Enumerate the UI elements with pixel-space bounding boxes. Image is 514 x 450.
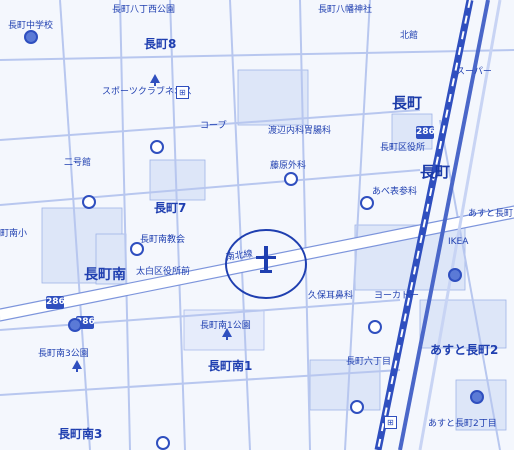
label-clinic-watanabe: 渡辺内科胃腸科 [268, 126, 332, 136]
label-park: 長町八丁西公園 [112, 5, 176, 15]
elevated-road [418, 0, 502, 450]
label-station-nagamachi: 長町 [420, 163, 451, 181]
main-avenue-edge-bottom [0, 217, 514, 322]
road [119, 0, 131, 450]
label-building: 二号館 [64, 158, 92, 168]
road [299, 0, 311, 450]
bus-stop-icon: ⊞ [176, 86, 189, 99]
poi-icon[interactable] [368, 320, 382, 334]
road [229, 0, 251, 450]
label-district-moto7: 長町7 [154, 201, 187, 215]
label-district-moto8: 長町8 [144, 37, 177, 51]
target-marker[interactable]: 南北線 [224, 228, 308, 300]
label-district-minami1: 長町南1 [208, 359, 253, 373]
label-intersection: 長町六丁目 [346, 357, 392, 367]
label-park-minami1: 長町南1公園 [200, 321, 251, 331]
label-coop: コープ [200, 121, 227, 131]
main-avenue [0, 206, 514, 321]
building-block [149, 159, 206, 201]
railway-line-dash [377, 0, 471, 450]
route-shield: 286 [416, 126, 435, 139]
road [0, 169, 421, 206]
label-station-nagamachi-north: 長町 [392, 94, 423, 112]
label-ikea: IKEA [448, 237, 469, 247]
hospital-icon[interactable] [284, 172, 298, 186]
label-district-asuto2: あすと長町2 [430, 343, 499, 357]
hospital-icon[interactable] [360, 196, 374, 210]
label-ward-office: 太白区役所前 [136, 267, 191, 277]
park-icon [150, 74, 160, 86]
shop-icon[interactable] [448, 268, 462, 282]
poi-icon[interactable] [156, 436, 170, 450]
park-icon [222, 328, 232, 340]
label-kita: 北館 [400, 31, 419, 41]
label-school-minami: 町南小 [0, 229, 28, 239]
school-icon[interactable] [24, 30, 38, 44]
target-circle [225, 229, 307, 299]
road [169, 0, 186, 450]
label-church: 長町南教会 [140, 235, 186, 245]
label-super: スーパー [456, 67, 492, 77]
poi-icon[interactable] [82, 195, 96, 209]
road [0, 299, 401, 331]
bus-stop-icon: ⊞ [384, 416, 397, 429]
building-block [419, 299, 507, 349]
poi-icon[interactable] [68, 318, 82, 332]
road [0, 49, 514, 61]
label-clinic-kubo: 久保耳鼻科 [308, 291, 354, 301]
label-district-moto-minami: 長町南 [84, 267, 126, 283]
label-clinic-abe: あべ表参科 [372, 187, 418, 197]
label-clinic-fujiwara: 藤原外科 [270, 161, 307, 171]
building-block [95, 233, 127, 285]
building-block [455, 379, 507, 431]
label-ward-nagamachi: 長町区役所 [380, 143, 426, 153]
label-district-minami3: 長町南3 [58, 427, 103, 441]
road [59, 0, 91, 450]
poi-icon[interactable] [150, 140, 164, 154]
label-sports-club: スポーツクラブネオス [102, 87, 192, 97]
road [439, 119, 501, 450]
building-block [237, 69, 309, 126]
route-shield: 286 [46, 296, 65, 309]
label-yokado: ヨーカドー [374, 291, 420, 301]
road [344, 0, 371, 450]
label-shrine: 長町八幡神社 [318, 5, 373, 15]
road [0, 369, 401, 396]
label-asuto: あすと長町 [468, 209, 514, 219]
label-school: 長町中学校 [8, 21, 54, 31]
poi-icon[interactable] [350, 400, 364, 414]
building-block [309, 359, 381, 411]
railway-line-2 [398, 0, 490, 450]
label-park-minami3: 長町南3公園 [38, 349, 89, 359]
church-icon[interactable] [130, 242, 144, 256]
marker-icon [256, 246, 276, 273]
label-asuto2chome: あすと長町2丁目 [428, 419, 497, 429]
park-icon [72, 360, 82, 372]
poi-icon[interactable] [470, 390, 484, 404]
